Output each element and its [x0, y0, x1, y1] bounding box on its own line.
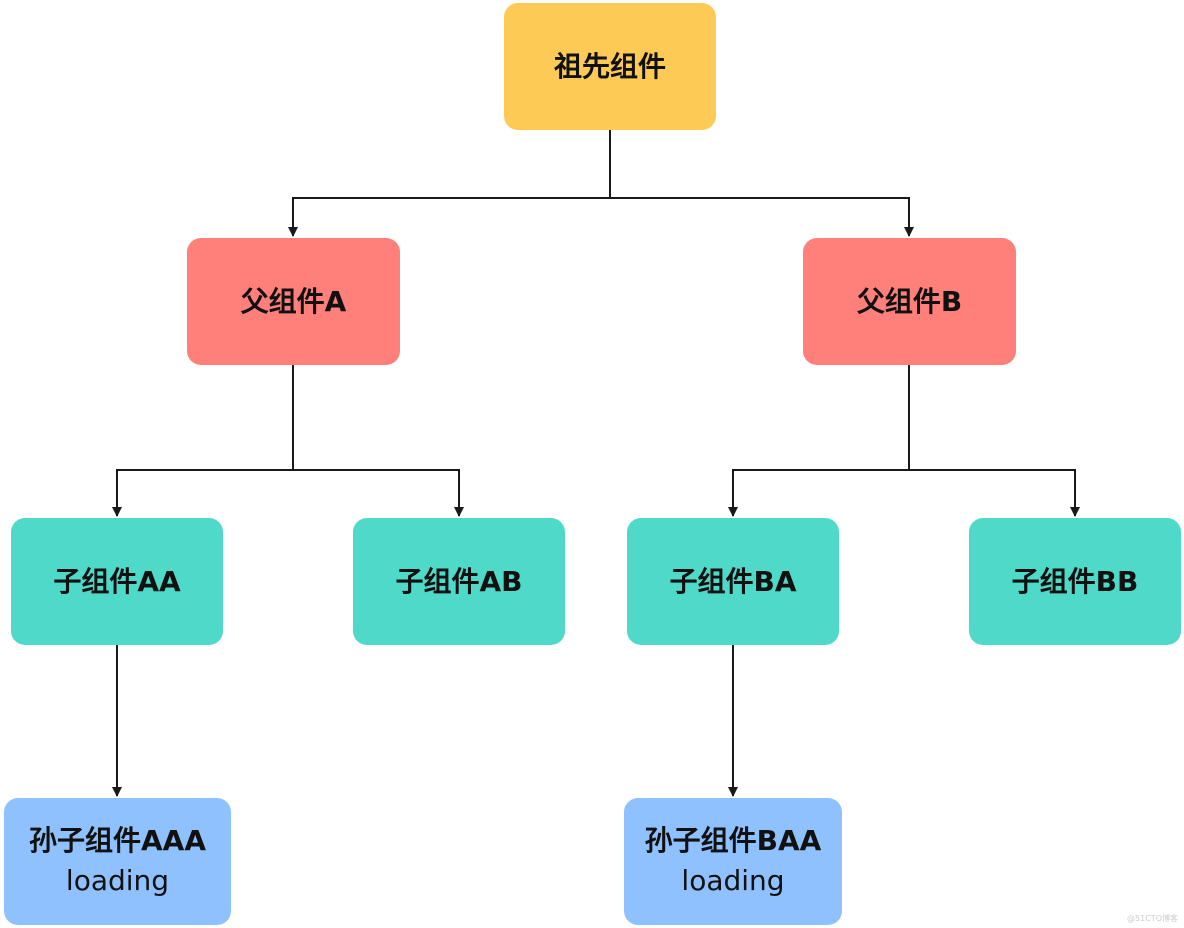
node-grandchild-component-baa: 孙子组件BAA loading [624, 798, 842, 925]
node-label: 父组件A [240, 284, 347, 318]
node-child-component-bb: 子组件BB [969, 518, 1181, 645]
watermark: @51CTO博客 [1127, 914, 1178, 923]
node-label: 子组件AB [395, 564, 523, 598]
node-label: 子组件BA [669, 564, 797, 598]
node-parent-component-b: 父组件B [803, 238, 1016, 365]
node-status-loading: loading [65, 864, 170, 898]
node-ancestor-component: 祖先组件 [504, 3, 716, 130]
node-child-component-ba: 子组件BA [627, 518, 839, 645]
node-label: 孙子组件AAA [28, 823, 206, 857]
node-label: 孙子组件BAA [644, 823, 822, 857]
node-child-component-ab: 子组件AB [353, 518, 565, 645]
edge-parent-a-to-child-ab [293, 469, 464, 517]
node-parent-component-a: 父组件A [187, 238, 400, 365]
edge-ancestor-to-parent-a [288, 130, 611, 237]
node-label: 父组件B [856, 284, 963, 318]
edge-parent-b-to-child-bb [909, 469, 1080, 517]
node-status-loading: loading [681, 864, 785, 898]
node-label: 祖先组件 [553, 49, 666, 83]
edge-parent-b-to-child-ba [728, 365, 910, 517]
node-label: 子组件BB [1011, 564, 1139, 598]
node-label: 子组件AA [53, 564, 181, 598]
node-grandchild-component-aaa: 孙子组件AAA loading [4, 798, 231, 925]
node-child-component-aa: 子组件AA [11, 518, 223, 645]
edge-ancestor-to-parent-b [610, 197, 914, 237]
edge-parent-a-to-child-aa [112, 365, 294, 517]
